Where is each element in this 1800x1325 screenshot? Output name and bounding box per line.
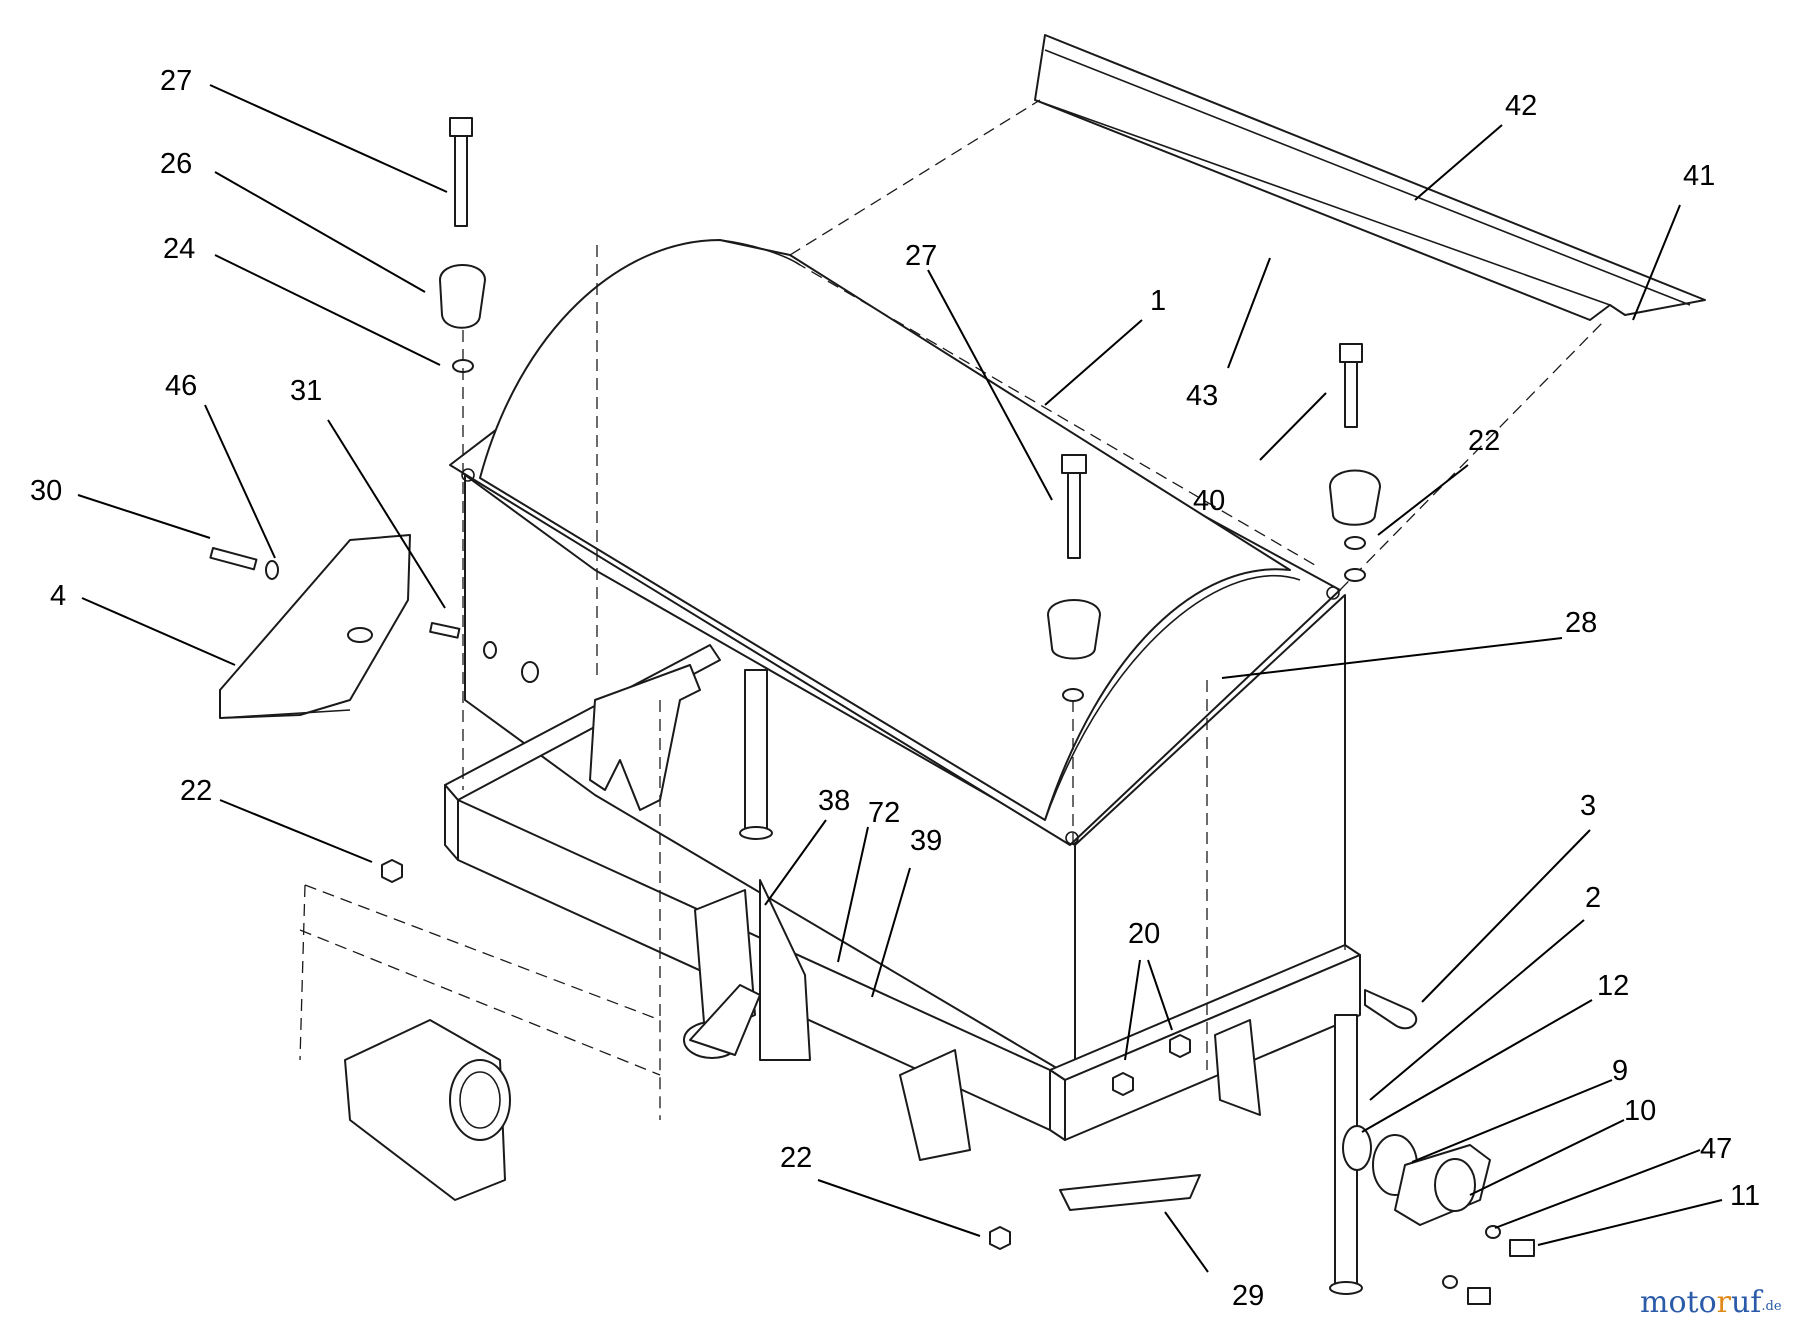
mounting-hardware [209,117,1535,1305]
callout-label: 41 [1683,160,1715,192]
callout-label: 12 [1597,970,1629,1002]
gearbox-housing [299,884,661,1201]
callout-label: 27 [905,240,937,272]
callout-label: 40 [1193,485,1225,517]
callout-label: 43 [1186,380,1218,412]
callout-label: 20 [1128,918,1160,950]
callout-label: 24 [163,233,195,265]
callout-label: 28 [1565,607,1597,639]
callout-label: 29 [1232,1280,1264,1312]
callout-label: 11 [1730,1180,1760,1212]
hopper-tank [449,239,1346,1071]
callout-labels: 27 26 24 46 31 30 4 22 27 1 43 42 41 40 … [30,65,1760,1312]
callout-label: 4 [50,580,66,612]
callout-label: 42 [1505,90,1537,122]
callout-label: 47 [1700,1133,1732,1165]
watermark-logo: motoruf.de [1640,1285,1782,1320]
callout-label: 39 [910,825,942,857]
callout-label: 9 [1612,1055,1628,1087]
front-cover-panel [789,34,1706,591]
callout-label: 22 [1468,425,1500,457]
callout-label: 30 [30,475,62,507]
svg-text:motoruf.de: motoruf.de [1640,1285,1782,1320]
callout-label: 1 [1150,285,1166,317]
callout-label: 38 [818,785,850,817]
callout-label: 22 [780,1142,812,1174]
callout-label: 22 [180,775,212,807]
callout-label: 10 [1624,1095,1656,1127]
callout-label: 46 [165,370,197,402]
callout-label: 2 [1585,882,1601,914]
callout-label: 27 [160,65,192,97]
leader-lines [77,84,1723,1273]
callout-label: 3 [1580,790,1596,822]
callout-label: 72 [868,797,900,829]
side-deflector-plate [219,534,411,719]
callout-label: 26 [160,148,192,180]
callout-label: 31 [290,375,322,407]
